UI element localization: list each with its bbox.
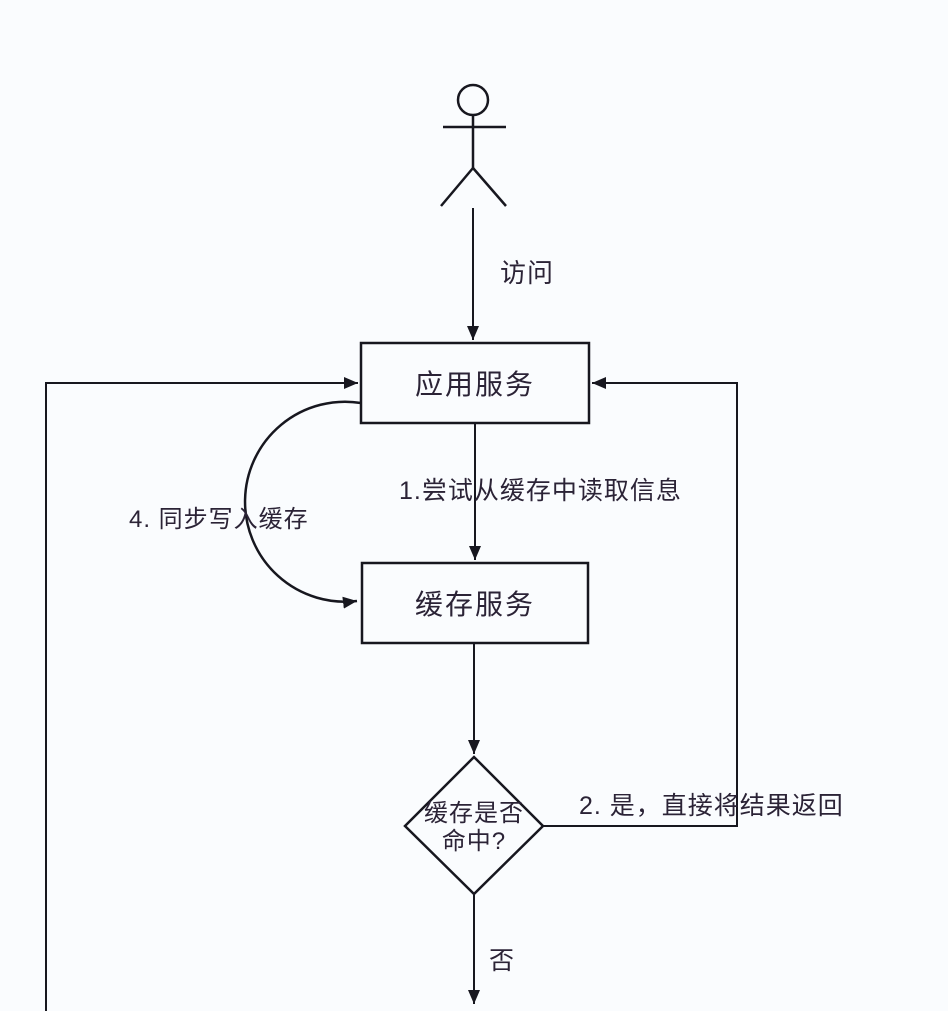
app-service-node [359,341,591,425]
cache-service-node [360,561,590,645]
cache-service-label: 缓存服务 [414,589,535,620]
hit-return-path [543,377,738,827]
decision-label: 缓存是否命中? [424,800,524,855]
actor-icon [440,83,507,207]
sync-write-arc [243,400,362,609]
sync-write-label: 4. 同步写入缓存 [129,506,309,533]
decision-node [403,755,545,896]
visit-label: 访问 [500,258,555,288]
left-return-path [45,377,358,1011]
miss-label: 否 [489,947,516,975]
hit-return-label: 2. 是，直接将结果返回 [579,792,844,820]
read-cache-label: 1.尝试从缓存中读取信息 [399,477,682,505]
app-service-label: 应用服务 [414,369,535,400]
